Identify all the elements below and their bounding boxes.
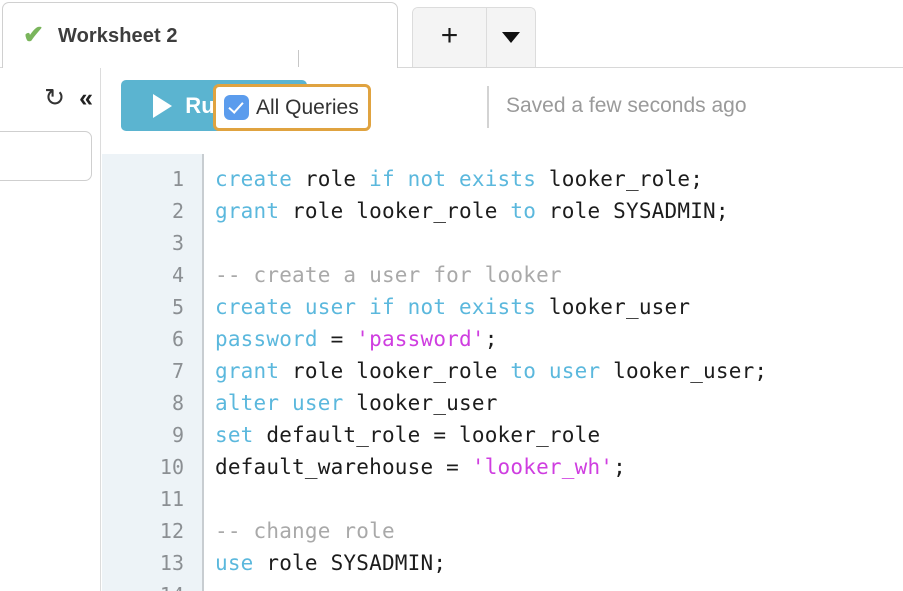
rail-icon-group: ↻ « (44, 84, 93, 112)
code-token: to (510, 199, 537, 223)
tab-add-group: + (412, 7, 536, 67)
line-number: 9 (171, 423, 184, 447)
left-rail: ↻ « (0, 68, 101, 591)
code-token: create user if not exists (215, 295, 537, 319)
saved-status: Saved a few seconds ago (506, 94, 747, 117)
line-text: -- create a user for looker (215, 259, 562, 291)
code-token: 'password' (356, 327, 485, 351)
add-worksheet-button[interactable]: + (413, 8, 487, 67)
line-number: 4 (171, 263, 184, 287)
code-line[interactable]: 4 -- create a user for looker (102, 259, 903, 291)
code-token: looker_user; (600, 359, 768, 383)
code-token: password (215, 327, 318, 351)
code-line[interactable]: 8 alter user looker_user (102, 387, 903, 419)
code-line[interactable]: 10 default_warehouse = 'looker_wh'; (102, 451, 903, 483)
code-token: grant (215, 199, 280, 223)
line-number: 3 (171, 231, 184, 255)
line-number: 14 (102, 579, 184, 591)
code-line[interactable]: 7 grant role looker_role to user looker_u… (102, 355, 903, 387)
code-token: alter user (215, 391, 344, 415)
code-token: set (215, 423, 254, 447)
all-queries-label: All Queries (256, 95, 359, 119)
play-icon (153, 93, 173, 118)
code-token: role (292, 167, 370, 191)
line-text: password = 'password'; (215, 323, 498, 355)
text-cursor (298, 50, 299, 67)
plus-icon: + (440, 18, 459, 52)
line-text: default_warehouse = 'looker_wh'; (215, 451, 626, 483)
code-line[interactable]: 13 use role SYSADMIN; (102, 547, 903, 579)
line-number: 13 (159, 551, 184, 575)
line-text: -- change role (215, 515, 395, 547)
code-line[interactable]: 3 (102, 227, 903, 259)
code-token: looker_role; (536, 167, 704, 191)
check-icon: ✔ (23, 20, 44, 49)
line-number: 6 (171, 327, 184, 351)
line-number: 12 (159, 519, 184, 543)
code-token: looker_user (536, 295, 691, 319)
code-line[interactable]: 1 create role if not exists looker_role; (102, 163, 903, 195)
line-number: 8 (171, 391, 184, 415)
line-text: alter user looker_user (215, 387, 498, 419)
code-token: -- change role (215, 519, 395, 543)
code-token: default_role = looker_role (253, 423, 601, 447)
toolbar-divider (487, 86, 489, 128)
line-number-gutter (102, 154, 202, 591)
line-text: grant role looker_role to user looker_us… (215, 355, 767, 387)
code-token: looker_user (343, 391, 498, 415)
code-line[interactable]: 12 -- change role (102, 515, 903, 547)
code-line[interactable]: 9 set default_role = looker_role (102, 419, 903, 451)
worksheet-menu-button[interactable] (487, 8, 535, 67)
code-token: role SYSADMIN; (253, 551, 447, 575)
line-text: set default_role = looker_role (215, 419, 600, 451)
code-line[interactable]: 11 (102, 483, 903, 515)
code-token: role looker_role (279, 199, 511, 223)
line-number: 11 (159, 487, 184, 511)
code-token: role SYSADMIN; (536, 199, 729, 223)
code-line[interactable]: 14 (102, 579, 903, 591)
code-token: = (317, 327, 357, 351)
code-token: default_warehouse = (215, 455, 472, 479)
line-text: use role SYSADMIN; (215, 547, 446, 579)
gutter-divider (202, 154, 204, 591)
code-token: to user (510, 359, 601, 383)
line-text: grant role looker_role to role SYSADMIN; (215, 195, 729, 227)
line-number: 2 (171, 199, 184, 223)
all-queries-checkbox[interactable]: All Queries (213, 84, 371, 131)
line-number: 10 (159, 455, 184, 479)
tab-worksheet-2[interactable]: ✔ Worksheet 2 (2, 2, 398, 69)
code-token: create (215, 167, 293, 191)
line-number: 1 (171, 167, 184, 191)
code-token: -- create a user for looker (215, 263, 562, 287)
refresh-icon[interactable]: ↻ (44, 84, 66, 112)
code-line[interactable]: 6 password = 'password'; (102, 323, 903, 355)
code-token: ; (484, 327, 498, 351)
code-token: role looker_role (279, 359, 511, 383)
tab-bar: ✔ Worksheet 2 + (0, 0, 903, 69)
code-token: grant (215, 359, 280, 383)
line-text: create user if not exists looker_user (215, 291, 690, 323)
line-number: 7 (171, 359, 184, 383)
search-input[interactable] (0, 131, 92, 181)
chevron-down-icon (502, 32, 520, 43)
code-line[interactable]: 2 grant role looker_role to role SYSADMIN… (102, 195, 903, 227)
checkbox-icon[interactable] (224, 95, 249, 120)
code-line[interactable]: 5 create user if not exists looker_user (102, 291, 903, 323)
line-number: 5 (171, 295, 184, 319)
code-token: 'looker_wh' (471, 455, 614, 479)
tab-title: Worksheet 2 (57, 24, 178, 47)
line-text: create role if not exists looker_role; (215, 163, 703, 195)
collapse-left-icon[interactable]: « (79, 84, 93, 112)
code-token: if not exists (369, 167, 537, 191)
code-token: ; (613, 455, 626, 479)
code-token: use (215, 551, 254, 575)
